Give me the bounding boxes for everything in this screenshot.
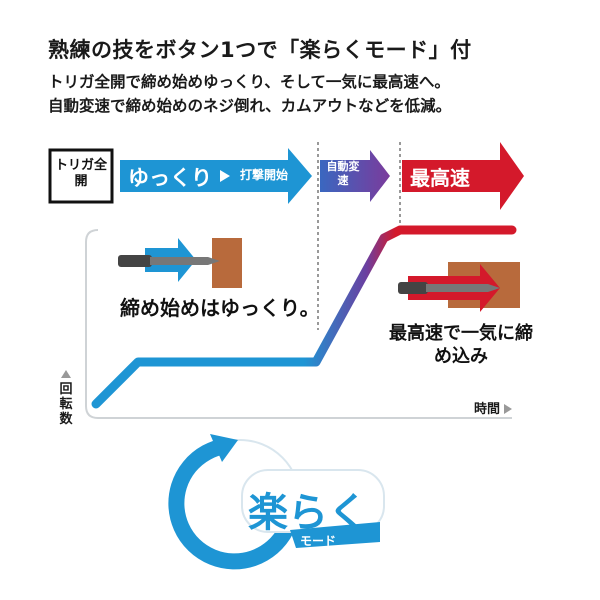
slow-label: ゆっくり (128, 166, 212, 190)
strike-start-label: 打撃開始 (240, 168, 289, 182)
screwdriver-icon-fast (398, 282, 500, 294)
screwdriver-icon-slow (118, 255, 220, 267)
trigger-box (48, 148, 114, 204)
logo-main-text: 楽らく (248, 490, 368, 536)
logo-sub-text: モード (300, 534, 337, 548)
x-axis-label: 時間 (474, 398, 513, 417)
y-axis-label: 回転数 (58, 370, 74, 427)
chart-frame (85, 229, 512, 419)
raku-mode-logo (168, 434, 385, 570)
up-triangle-icon (61, 370, 71, 378)
top-speed-label: 最高速 (410, 166, 470, 190)
rotate-arrow-icon (168, 438, 300, 570)
start-slow-caption: 締め始めはゆっくり。 (120, 296, 320, 320)
right-triangle-icon (504, 404, 513, 414)
trigger-label: トリガ全開 (55, 158, 108, 189)
speed-curve (91, 225, 517, 409)
slow-arrow (120, 148, 312, 204)
auto-shift-arrow (320, 150, 390, 202)
wood-block-slow (212, 238, 242, 288)
auto-shift-label: 自動変速 (326, 160, 360, 187)
top-speed-arrow (402, 142, 524, 210)
play-triangle-icon (220, 170, 230, 182)
heading: 熟練の技をボタン1つで「楽らくモード」付 (48, 38, 472, 62)
description-line-1: トリガ全開で締め始めゆっくり、そして一気に最高速へ。 (48, 73, 450, 91)
description-line-2: 自動変速で締め始めのネジ倒れ、カムアウトなどを低減。 (48, 97, 452, 115)
fast-caption: 最高速で一気に締め込み (389, 323, 533, 367)
